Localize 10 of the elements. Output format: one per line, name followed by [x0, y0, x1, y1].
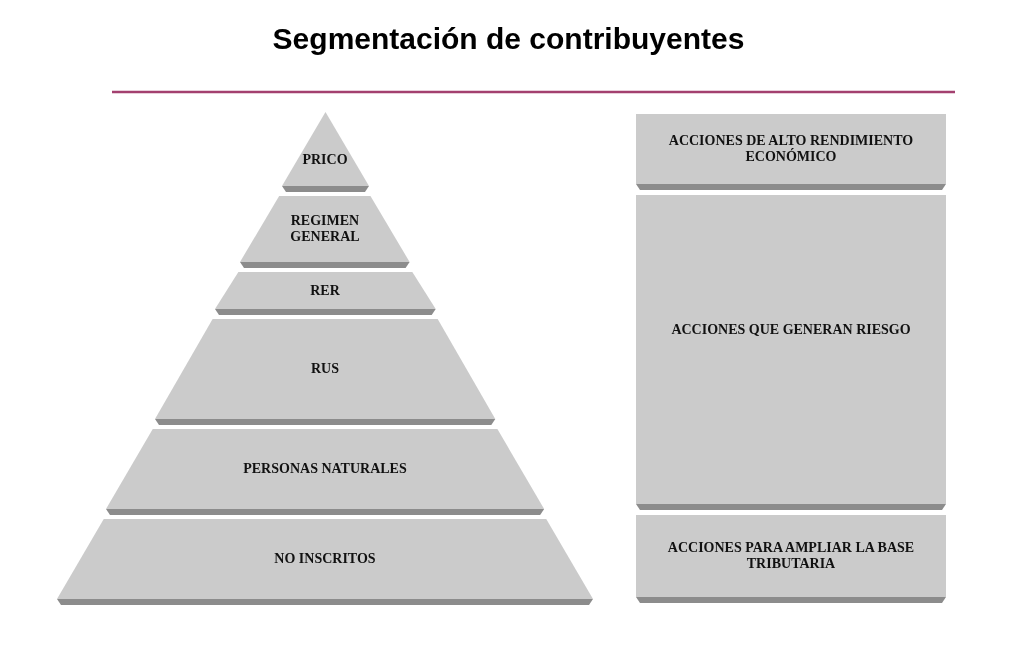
panel-label: ACCIONES DE ALTO RENDIMIENTO ECONÓMICO — [667, 133, 915, 165]
tier-label: PRICO — [301, 151, 349, 168]
panel-label: ACCIONES QUE GENERAN RIESGO — [670, 322, 912, 339]
tier-label: REGIMEN GENERAL — [289, 213, 361, 245]
tier-label: RER — [309, 282, 341, 299]
tier-label: RUS — [310, 361, 340, 377]
diagram-title: Segmentación de contribuyentes — [271, 22, 746, 56]
tier-label: PERSONAS NATURALES — [242, 461, 408, 477]
panel-label: ACCIONES PARA AMPLIAR LA BASE TRIBUTARIA — [666, 540, 916, 572]
tier-label: NO INSCRITOS — [273, 551, 377, 567]
